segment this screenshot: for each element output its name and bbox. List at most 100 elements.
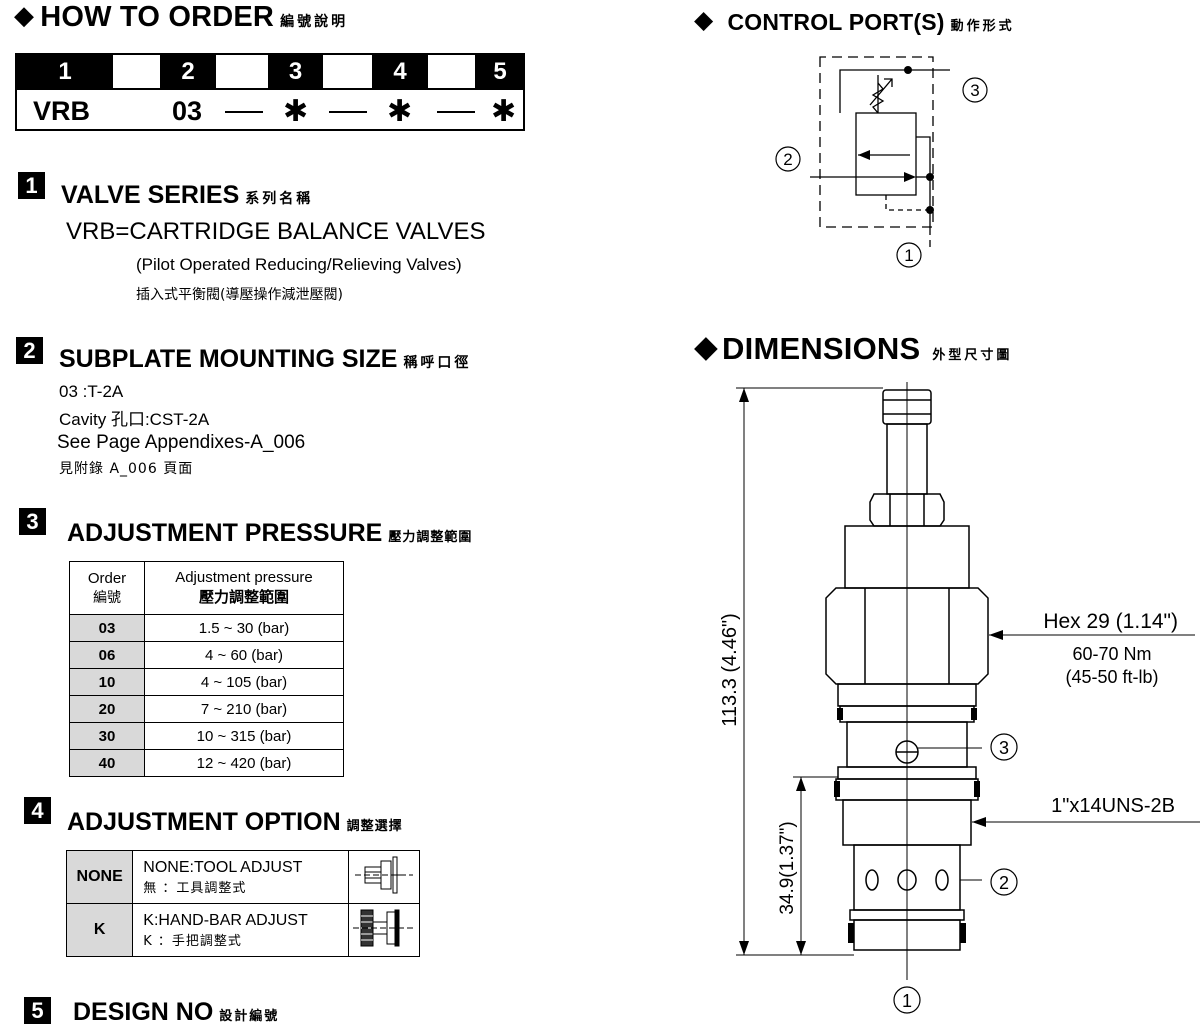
valve-dimension-drawing: 113.3 (4.46") 34.9(1.37") Hex 29 (1.14")… (719, 382, 1200, 1014)
see-page-reference-cjk: 見附錄 A_006 頁面 (59, 461, 194, 477)
order-cell: 20 (69, 695, 145, 723)
o-ring (960, 923, 966, 943)
torque-nm-label: 60-70 Nm (1072, 644, 1151, 664)
code-design: ✱ (491, 95, 517, 128)
adjust-arrow (869, 78, 893, 106)
dimensions-title: DIMENSIONS (722, 331, 921, 366)
order-cell: 06 (69, 641, 145, 669)
mounting-size-code: 03 :T-2A (59, 382, 124, 401)
arrow-head (796, 941, 806, 955)
junction-dot (926, 173, 934, 181)
option-desc-cell: NONE:TOOL ADJUST 無 ：工具調整式 (132, 850, 349, 904)
adjustment-option-table: NONE NONE:TOOL ADJUST 無 ：工具調整式 K K:HAND-… (65, 850, 420, 957)
order-cell: 10 (69, 668, 145, 696)
section-5-number: 5 (24, 997, 51, 1024)
see-page-reference: See Page Appendixes-A_006 (57, 432, 306, 453)
valve-series-description: VRB=CARTRIDGE BALANCE VALVES (66, 218, 486, 245)
cavity-code: Cavity 孔口:CST-2A (59, 410, 210, 429)
port-1-label: 1 (904, 246, 913, 265)
diamond-icon: ◆ (694, 6, 714, 34)
pressure-cell: 1.5 ~ 30 (bar) (144, 614, 344, 642)
valve-series-cjk: 插入式平衡閥(導壓操作減泄壓閥) (136, 287, 343, 303)
port-1-marker (893, 986, 921, 1014)
o-ring (848, 923, 854, 943)
junction-dot (904, 66, 912, 74)
design-no-title: DESIGN NO (73, 998, 214, 1026)
o-ring (974, 781, 980, 797)
pilot-line (839, 69, 908, 113)
arrow-head (858, 150, 870, 160)
section-4-number: 4 (24, 797, 51, 824)
how-to-order-title: HOW TO ORDER (40, 1, 275, 33)
order-cell: 03 (69, 614, 145, 642)
pressure-cell: 7 ~ 210 (bar) (144, 695, 344, 723)
position-4: 4 (372, 55, 428, 88)
port-3-label: 3 (999, 738, 1009, 758)
port-2-hole (865, 869, 879, 891)
control-port-schematic: 3 2 1 (775, 56, 988, 268)
dimensions-title-cjk: 外型尺寸圖 (932, 348, 1013, 363)
code-option: ✱ (387, 95, 413, 128)
port-3-label: 3 (970, 81, 979, 100)
valve-series-subtitle: (Pilot Operated Reducing/Relieving Valve… (136, 255, 462, 274)
arrow-head (972, 817, 986, 827)
port-2-hole (935, 869, 949, 891)
section-1-number: 1 (18, 172, 45, 199)
section-3-number: 3 (19, 508, 46, 535)
valve-series-title-cjk: 系列名稱 (245, 191, 314, 207)
pressure-cell: 4 ~ 105 (bar) (144, 668, 344, 696)
option-code-cell: NONE (65, 850, 134, 904)
hex-size-label: Hex 29 (1.14") (1043, 610, 1178, 633)
port-1-label: 1 (902, 991, 912, 1011)
adjustment-option-title-cjk: 調整選擇 (346, 819, 403, 834)
pilot-envelope (819, 56, 934, 228)
drain-line (885, 195, 930, 211)
pressure-cell: 4 ~ 60 (bar) (144, 641, 344, 669)
order-code-grid: 1 2 3 4 5 VRB 03 ✱ ✱ ✱ (15, 53, 525, 131)
control-ports-title-cjk: 動作形式 (950, 19, 1015, 34)
o-ring (971, 708, 977, 720)
spring-icon (871, 82, 885, 114)
code-series: VRB (33, 96, 91, 126)
arrow-head (989, 630, 1003, 640)
control-ports-title: CONTROL PORT(S) (727, 9, 945, 35)
port-2-hole (897, 869, 917, 891)
port-1-marker (896, 242, 922, 268)
option-code-cell: K (65, 903, 134, 957)
diamond-icon: ◆ (14, 0, 35, 30)
port-1-connection (916, 136, 931, 227)
section-4-title: ADJUSTMENT OPTION 調整選擇 (67, 808, 403, 837)
port-3-marker (990, 733, 1018, 761)
position-5: 5 (475, 55, 525, 88)
option-desc-cell: K:HAND-BAR ADJUST K ：手把調整式 (132, 903, 349, 957)
code-size: 03 (172, 96, 203, 126)
arrow-head (796, 777, 806, 791)
position-3: 3 (268, 55, 323, 88)
order-cell: 40 (69, 749, 145, 777)
adjust-arrow-head (884, 78, 893, 87)
arrow-head (739, 941, 749, 955)
control-ports-heading: ◆ CONTROL PORT(S) 動作形式 (694, 5, 1015, 36)
hand-bar-adjust-icon (353, 909, 413, 946)
separator-dash (437, 111, 475, 113)
separator-dash (225, 111, 263, 113)
option-icon-cell (348, 903, 420, 957)
arrow-head (904, 172, 916, 182)
mounting-size-title: SUBPLATE MOUNTING SIZE (59, 345, 398, 373)
adjustment-option-title: ADJUSTMENT OPTION (67, 808, 341, 836)
overall-length-label: 113.3 (4.46") (719, 613, 741, 726)
main-hex (825, 587, 989, 685)
port-2-marker (775, 146, 801, 172)
